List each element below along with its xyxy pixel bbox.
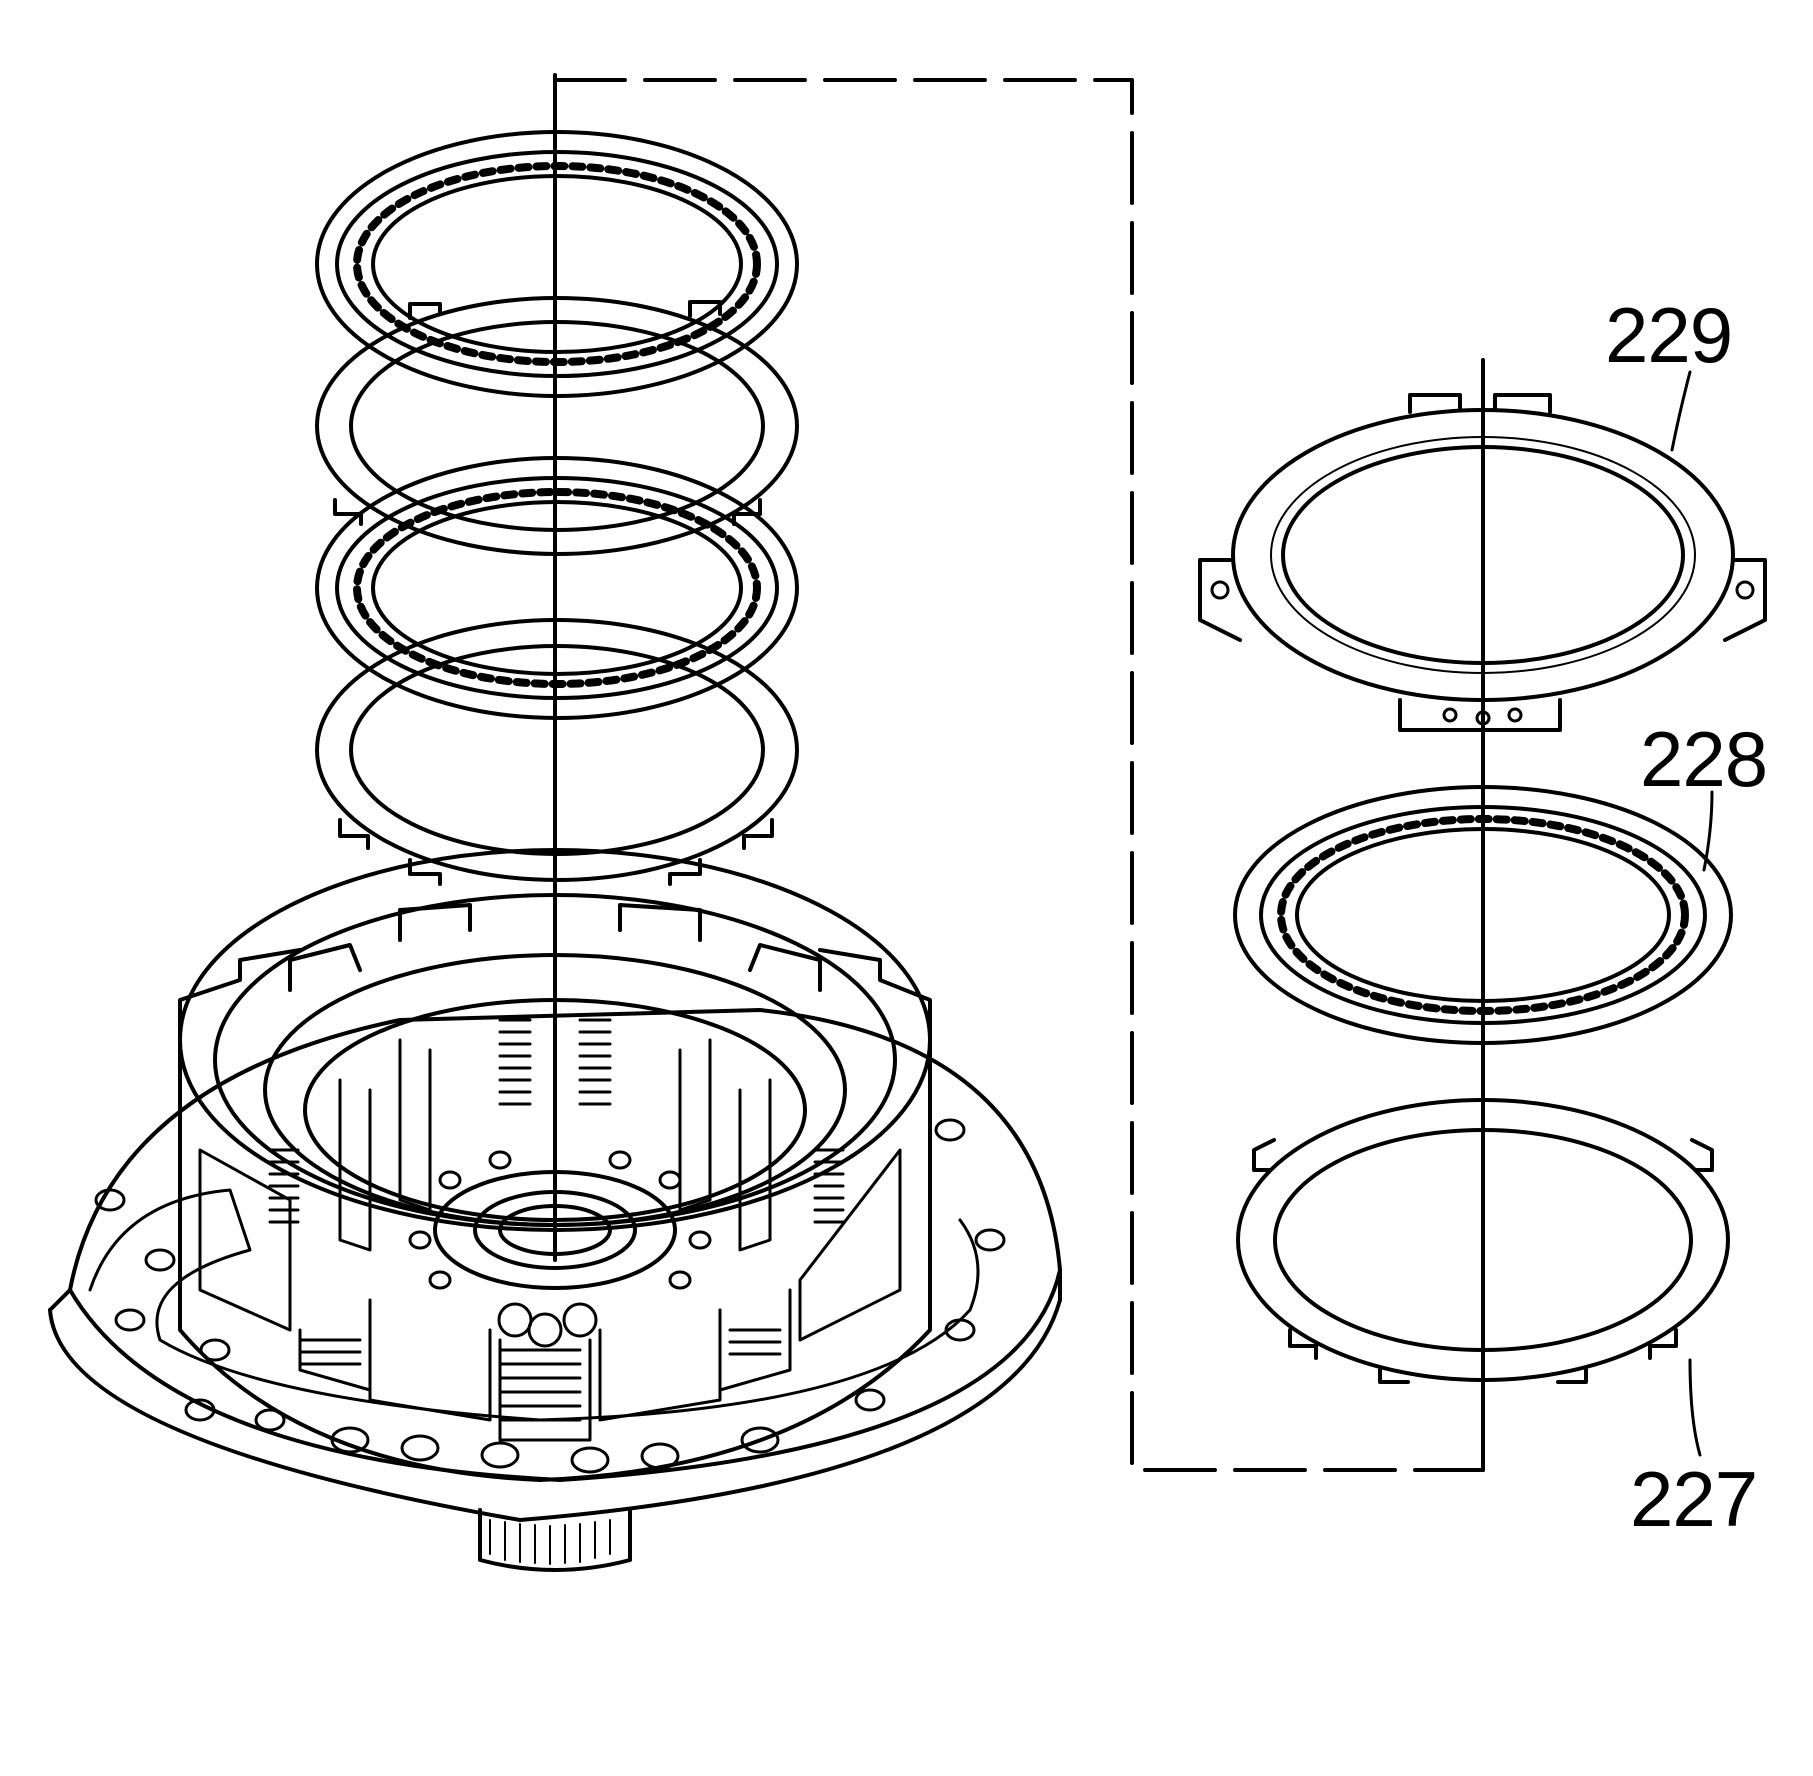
dashed-bracket bbox=[553, 78, 1485, 1472]
leader-lines bbox=[1670, 370, 1714, 1457]
callout-label-227: 227 bbox=[1630, 1455, 1758, 1543]
right-plate-stack bbox=[1198, 358, 1767, 1472]
callout-label-228: 228 bbox=[1640, 715, 1768, 803]
hub-holes bbox=[408, 1150, 712, 1290]
drum-segments bbox=[198, 1148, 902, 1442]
inner-pillars bbox=[338, 1038, 772, 1252]
clutch-housing-assembly bbox=[48, 848, 1062, 1572]
return-springs bbox=[268, 1018, 845, 1348]
callout-label-229: 229 bbox=[1605, 291, 1733, 379]
